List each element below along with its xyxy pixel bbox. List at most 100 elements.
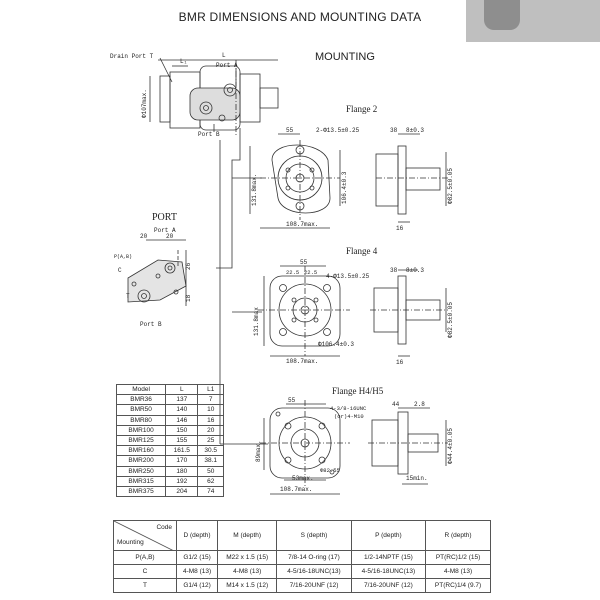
table-cell: M22 x 1.5 (15) [217,550,278,565]
flange-h-min15: 15min. [406,475,428,482]
flange-2-side-view [375,133,448,223]
flange-2-height: 131.8max. [251,174,258,206]
table-cell: 16 [197,414,224,426]
table-cell: 192 [165,475,199,487]
flange-4-side-view [370,269,448,357]
flange-4-d22: 22.5 [286,269,299,276]
motor-side-view [149,57,279,445]
drain-port-label: Drain Port T [110,53,154,60]
table-cell: 7/16-20UNF (12) [276,578,352,593]
port-view [127,239,187,306]
flange-h-title: Flange H4/H5 [332,386,384,396]
flange-2-d38: 38 [390,127,398,134]
port-view-port-a: Port A [154,227,176,234]
table-cell: G1/4 (12) [175,578,219,593]
flange-2-bolt-circle: 106.4±0.3 [341,171,348,204]
diagonal-divider [114,521,174,551]
flange-4-front-view [258,265,350,357]
port-view-dim-26: 26 [185,262,192,270]
flange-4-d55: 55 [300,259,308,266]
table-cell: M14 x 1.5 (12) [217,578,278,593]
flange-h-d28: 2.8 [414,401,425,408]
flange-4-d38: 38 [390,267,398,274]
table-cell: 62 [197,475,224,487]
flange-4-height: 131.8max [253,307,260,336]
flange-4-pilot: Φ82.5±0.05 [447,302,454,338]
d-depth-header: D (depth) [175,520,219,551]
port-view-dim-20a: 20 [140,233,148,240]
flange-4-width: 108.7max. [286,358,318,365]
table-cell: 38.1 [197,455,224,467]
table-cell: 7 [197,394,224,406]
table-cell: 1/2-14NPTF (15) [350,550,427,565]
flange-2-d16: 16 [396,225,404,232]
mounting-cell: C [113,564,177,579]
table-cell: 25 [197,434,224,447]
table-cell: 7/16-20UNF (12) [350,578,427,593]
table-cell: 4-M8 (13) [425,564,491,579]
table-cell: 180 [165,465,199,477]
table-cell: 4-5/16-18UNC(13) [276,564,352,579]
flange-h-front-view [260,400,350,495]
flange-2-title: Flange 2 [346,104,377,114]
port-view-port-b: Port B [140,321,162,328]
l1-label: L₁ [180,58,187,65]
m-depth-header: M (depth) [217,520,278,551]
r-depth-header: R (depth) [425,520,491,551]
flange-h-d55: 55 [288,397,296,404]
port-view-c: C [118,267,122,274]
table-cell: BMR50 [115,404,167,416]
l1-header: L1 [197,383,224,396]
table-cell: BMR160 [115,445,167,457]
flange-2-holes: 2-Φ13.5±0.25 [316,127,360,134]
mounting-cell: P(A,B) [113,550,177,565]
flange-h-holes-2: (or)4-M10 [334,413,364,420]
technical-drawing: Drain Port T L₁ L Port A Port B Φ107max.… [110,52,454,495]
table-cell: 4-M8 (13) [217,564,278,579]
flange-h-d44: 44 [392,401,400,408]
flange-h-d82: Φ82.55 [320,467,340,474]
flange-4-chamfer: 8±0.3 [406,267,424,274]
table-cell: BMR125 [115,434,167,447]
port-view-t: T [126,293,130,300]
table-cell: 4-5/16-18UNC(13) [350,564,427,579]
table-cell: G1/2 (15) [175,550,219,565]
flange-4-title: Flange 4 [346,246,378,256]
table-cell: 50 [197,465,224,477]
port-b-label: Port B [198,131,220,138]
flange-4-holes: 4-Φ13.5±0.25 [326,273,370,280]
page-title: BMR DIMENSIONS AND MOUNTING DATA [178,10,422,24]
flange-h-height: 89max. [255,440,262,462]
table-cell: PT(RC)1/2 (15) [425,550,491,565]
table-cell: 140 [165,404,199,416]
port-view-title: PORT [152,212,177,223]
mounting-label: Mounting [117,539,144,546]
flange-2-width: 108.7max. [286,221,318,228]
flange-2-pilot: Φ82.5±0.05 [447,168,454,204]
model-header: Model [115,383,167,396]
mounting-cell: T [113,578,177,593]
table-cell: BMR100 [115,424,167,436]
code-mounting-corner-cell: Code Mounting [113,520,177,551]
model-table-header-row: Model L L1 [115,383,224,396]
p-depth-header: P (depth) [350,520,427,551]
table-cell: 150 [165,424,199,436]
flange-h-w53: 53max. [292,475,314,482]
table-cell: BMR36 [115,394,167,406]
table-cell: 204 [165,485,199,498]
table-row: P(A,B)G1/2 (15)M22 x 1.5 (15)7/8-14 O-ri… [113,550,491,565]
diameter-label: Φ107max. [141,89,148,118]
flange-h-holes-1: 4-3/8-16UNC [330,405,367,412]
table-cell: 155 [165,434,199,447]
table-cell: 7/8-14 O-ring (17) [276,550,352,565]
